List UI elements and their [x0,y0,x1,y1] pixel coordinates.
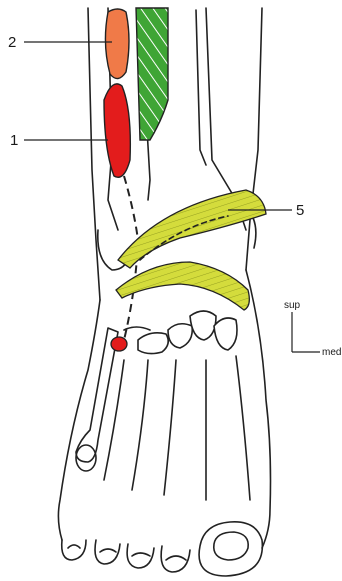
superior-retinaculum [118,190,266,268]
foot-outline [58,270,270,548]
muscle-2-orange [105,9,129,79]
muscle-1-red [104,84,130,177]
label-5: 5 [296,202,304,219]
toes [62,522,263,576]
green-hatched-muscle [136,8,168,140]
toenail-1 [214,532,248,560]
label-2: 2 [8,34,16,51]
orientation-indicator: sup med [284,300,341,358]
tarsal-bones [124,311,237,354]
orientation-sup: sup [284,300,301,311]
label-1: 1 [10,132,18,149]
toe-5 [62,540,86,560]
orientation-med: med [322,347,341,358]
toe-1-big [199,522,262,576]
extensor-retinacula [116,190,266,310]
tendon-insertion-red [111,337,127,351]
